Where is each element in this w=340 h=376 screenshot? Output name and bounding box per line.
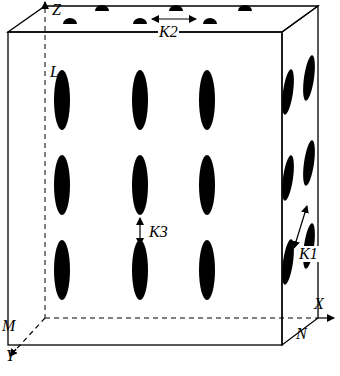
axis-label: M [2, 318, 15, 334]
inclusion-blob [132, 155, 148, 215]
axis-label: X [314, 296, 324, 312]
inclusion-blob [132, 240, 148, 300]
inclusion-blob [280, 155, 296, 202]
inclusion-dome [203, 18, 217, 24]
axis-label: L [50, 64, 59, 80]
inclusion-blob [199, 240, 215, 300]
inclusion-dome [95, 5, 109, 11]
axis-label: N [296, 326, 307, 342]
inclusion-blob [301, 140, 317, 187]
inclusion-dome [169, 5, 183, 11]
axis-label: K3 [148, 224, 169, 240]
axis-label: K1 [298, 246, 319, 262]
inclusion-blob [280, 239, 296, 286]
axis-label: Z [52, 2, 61, 18]
inclusion-blob [199, 155, 215, 215]
inclusion-blob [54, 240, 70, 300]
inclusion-blob [280, 69, 296, 116]
inclusion-blob [199, 70, 215, 130]
inclusion-blob [54, 155, 70, 215]
inclusion-dome [63, 18, 77, 24]
axis-label: K2 [158, 24, 179, 40]
inclusion-dome [133, 18, 147, 24]
inclusion-blob [301, 55, 317, 102]
inclusion-dome [238, 5, 252, 11]
inclusion-blob [132, 70, 148, 130]
axis-label: Y [6, 348, 15, 364]
